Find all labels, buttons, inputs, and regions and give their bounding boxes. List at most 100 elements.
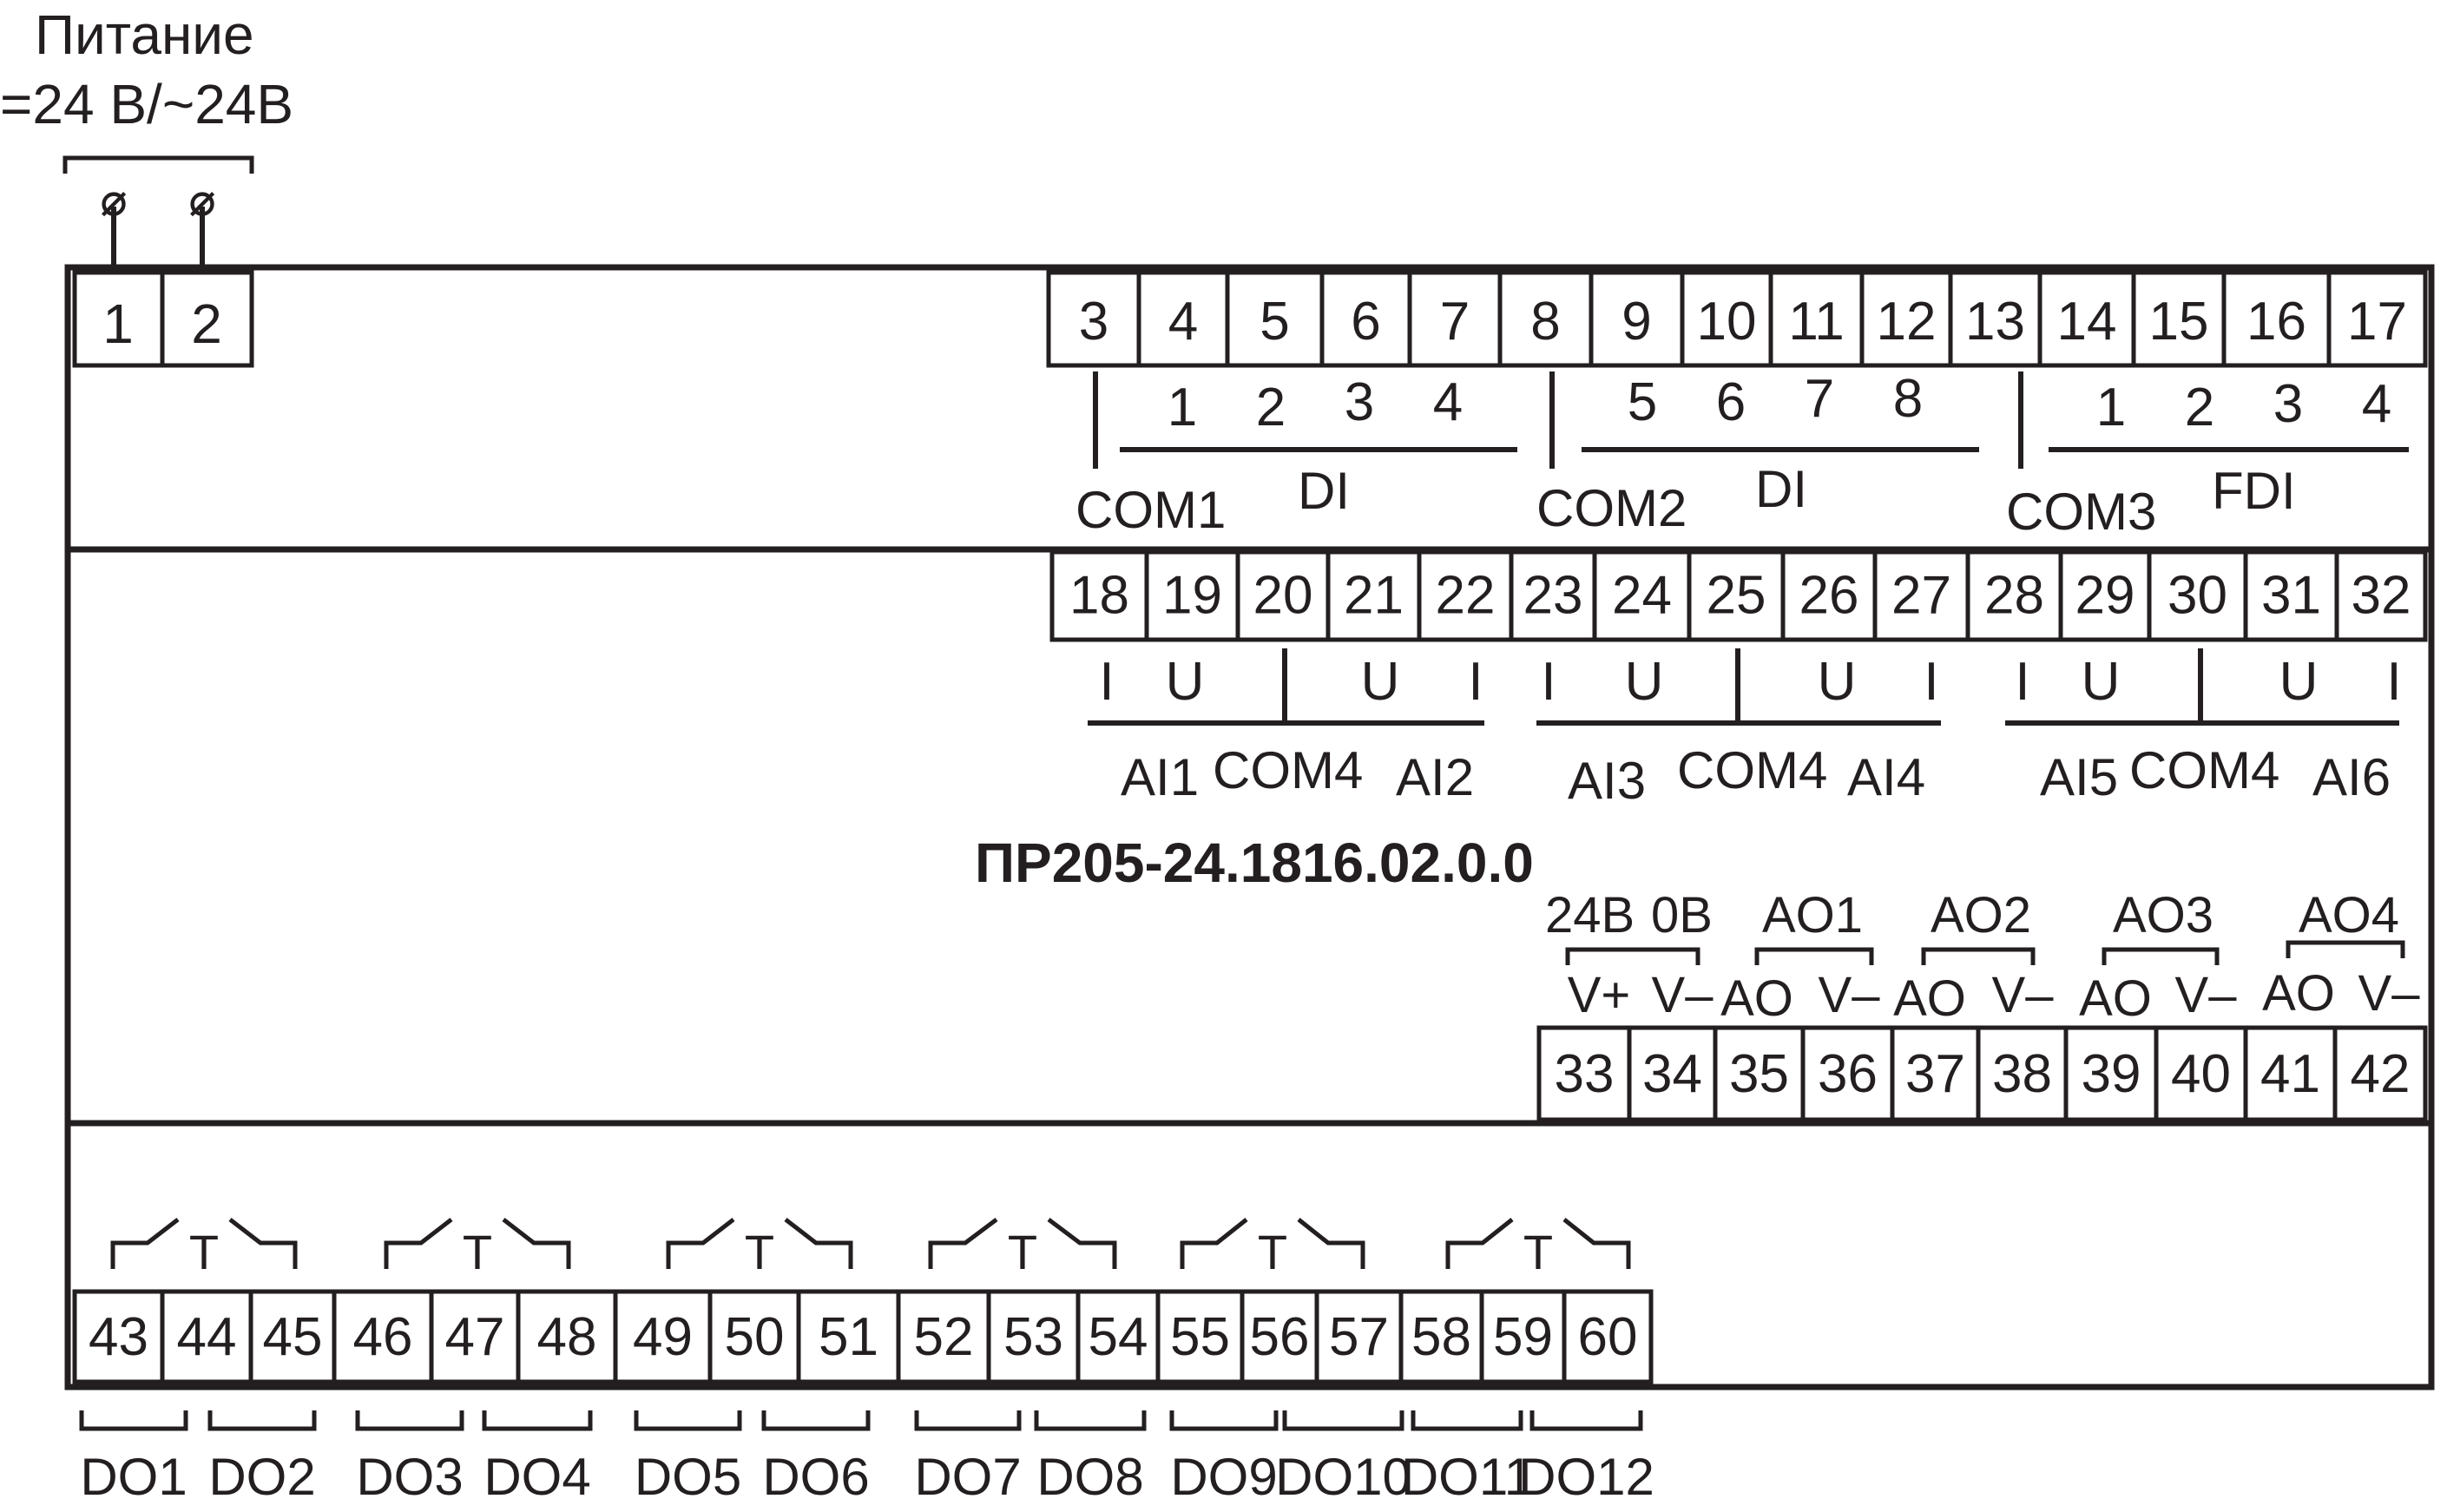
do-output-label: DO6 — [762, 1448, 869, 1506]
pin-label-v-minus: V– — [2358, 965, 2421, 1022]
do-bracket — [1034, 1410, 1147, 1431]
relay-contact-symbol — [384, 1218, 571, 1269]
ai3-label: AI3 — [1568, 752, 1646, 810]
terminal-number: 13 — [1965, 292, 2025, 352]
relay-contact-symbol — [1180, 1218, 1365, 1269]
ai-marker: I — [1541, 652, 1556, 712]
di-channel-5: 5 — [1628, 372, 1657, 432]
terminal-number: 17 — [2347, 292, 2407, 352]
do-output-label: DO9 — [1170, 1448, 1277, 1506]
terminal-number: 33 — [1555, 1044, 1615, 1104]
terminal-number: 41 — [2260, 1044, 2320, 1104]
fdi-channel-1: 1 — [2096, 378, 2126, 437]
di-channel-8: 8 — [1893, 369, 1923, 429]
terminal-number: 39 — [2082, 1044, 2141, 1104]
com1-label: COM1 — [1075, 481, 1226, 539]
pin-label-ao: AO — [1720, 970, 1793, 1027]
terminal-number: 44 — [177, 1307, 237, 1367]
terminal-number: 26 — [1799, 566, 1859, 626]
ai-marker: U — [1818, 652, 1857, 712]
di-group-1-label: DI — [1298, 462, 1350, 520]
terminal-1: 1 — [102, 293, 134, 355]
do-bracket — [482, 1410, 593, 1431]
ao1-label: AO1 — [1762, 887, 1863, 943]
ai5-label: AI5 — [2040, 748, 2118, 806]
terminal-number: 46 — [353, 1307, 413, 1367]
terminal-number: 24 — [1612, 566, 1672, 626]
ao3-label: AO3 — [2113, 887, 2213, 943]
terminal-number: 29 — [2075, 566, 2135, 626]
ai-marker: U — [1361, 652, 1400, 712]
terminal-number: 37 — [1905, 1044, 1965, 1104]
do-output-label: DO3 — [356, 1448, 463, 1506]
fdi-channel-4: 4 — [2362, 374, 2391, 434]
terminal-number: 36 — [1818, 1044, 1878, 1104]
terminal-number: 21 — [1344, 566, 1404, 626]
di-channel-4: 4 — [1433, 372, 1463, 432]
terminal-number: 57 — [1329, 1307, 1389, 1367]
relay-common-symbol: T — [1523, 1225, 1553, 1279]
terminal-number: 19 — [1162, 566, 1222, 626]
ai4-label: AI4 — [1847, 748, 1925, 806]
terminal-number: 28 — [1984, 566, 2044, 626]
terminal-number: 12 — [1877, 292, 1937, 352]
fdi-channel-2: 2 — [2185, 378, 2214, 437]
terminal-number: 23 — [1523, 566, 1583, 626]
relay-common-symbol: T — [189, 1225, 219, 1279]
terminal-number: 10 — [1697, 292, 1757, 352]
di-group-2-labels: 5 6 7 8 COM2 DI — [1536, 369, 1979, 537]
power-voltage: =24 В/~24В — [0, 73, 293, 135]
terminal-number: 34 — [1642, 1044, 1702, 1104]
di-channel-7: 7 — [1805, 369, 1834, 429]
fdi-group-labels: 1 2 3 4 COM3 FDI — [2006, 371, 2409, 541]
com2-label: COM2 — [1536, 479, 1687, 537]
terminal-number: 22 — [1436, 566, 1496, 626]
ai1-label: AI1 — [1121, 748, 1199, 806]
ao3-labels: AO3 AO V– — [2079, 887, 2237, 1027]
terminal-number: 15 — [2149, 292, 2209, 352]
terminal-number: 53 — [1003, 1307, 1063, 1367]
do-bracket — [1529, 1410, 1643, 1431]
device-body — [64, 264, 2435, 1390]
terminal-number: 7 — [1440, 292, 1470, 352]
terminal-number: 45 — [263, 1307, 323, 1367]
supply-24v-label: 24В — [1545, 887, 1635, 943]
ai-group-3-labels: I U U I AI5 COM4 AI6 — [2005, 648, 2402, 806]
pin-label-v-minus: V– — [1992, 967, 2055, 1023]
power-screw-symbol-1: ⌀ — [100, 175, 127, 226]
terminal-number: 14 — [2057, 292, 2117, 352]
power-bracket — [62, 155, 254, 174]
terminal-number: 49 — [633, 1307, 693, 1367]
do-output-label: DO1 — [80, 1448, 187, 1506]
di-group-1-labels: 1 2 3 4 COM1 DI — [1075, 371, 1517, 539]
pin-label-ao: AO — [1893, 970, 1966, 1027]
com3-label: COM3 — [2006, 483, 2156, 541]
do-output-label: DO8 — [1036, 1448, 1143, 1506]
do-output-label: DO5 — [635, 1448, 741, 1506]
com4-label: COM4 — [1213, 741, 1363, 799]
ai-marker: I — [1924, 652, 1938, 712]
terminal-number: 58 — [1411, 1307, 1471, 1367]
ao4-labels: AO4 AO V– — [2262, 887, 2420, 1022]
pin-label-ao: AO — [2079, 970, 2152, 1027]
terminal-number: 42 — [2351, 1044, 2411, 1104]
terminal-number: 35 — [1729, 1044, 1789, 1104]
do-bracket — [634, 1410, 742, 1431]
di-channel-2: 2 — [1256, 378, 1286, 437]
do-bracket — [1169, 1410, 1279, 1431]
do-output-label: DO2 — [208, 1448, 315, 1506]
relay-common-symbol: T — [1008, 1225, 1037, 1279]
ai2-label: AI2 — [1396, 748, 1474, 806]
model-name: ПР205-24.1816.02.0.0 — [975, 832, 1534, 894]
ai-terminal-frame — [1049, 549, 2428, 642]
relay-common-symbol: T — [463, 1225, 492, 1279]
fdi-channel-3: 3 — [2273, 374, 2303, 434]
terminal-number: 32 — [2352, 566, 2411, 626]
ao2-labels: AO2 AO V– — [1893, 887, 2054, 1027]
terminal-number: 51 — [819, 1307, 878, 1367]
relay-contact-symbol — [666, 1218, 853, 1269]
power-screw-symbol-2: ⌀ — [188, 175, 215, 226]
ai-group-1-labels: I U U I AI1 COM4 AI2 — [1088, 648, 1484, 806]
pin-label-ao: AO — [2262, 965, 2335, 1022]
